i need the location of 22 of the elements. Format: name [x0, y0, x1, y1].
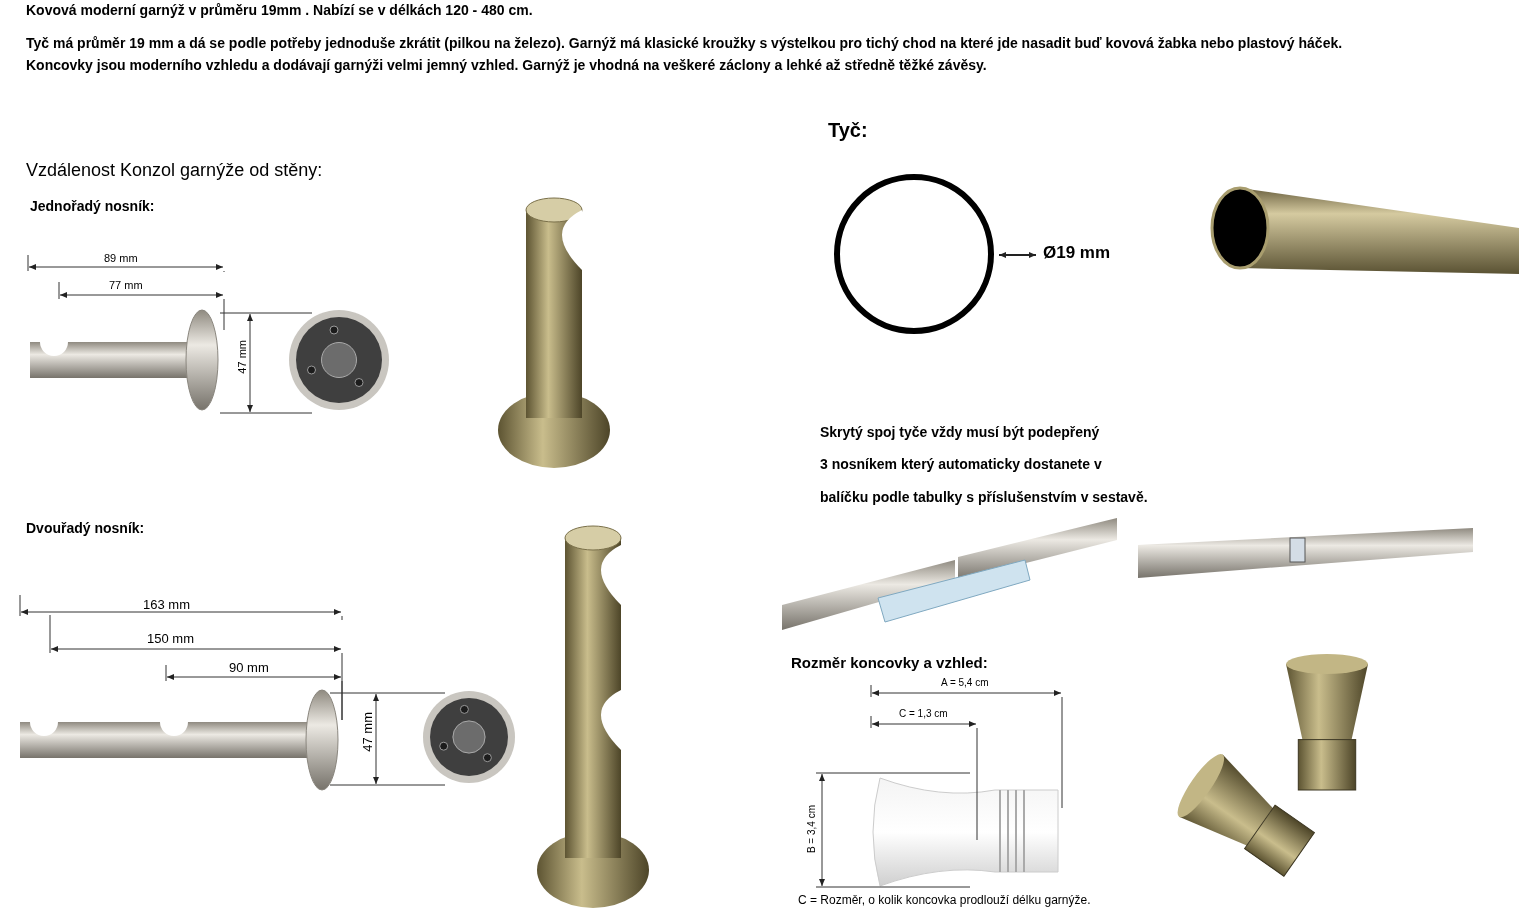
- subheading: Dvouřadý nosník:: [26, 520, 145, 537]
- dimension-label: 150 mm: [147, 631, 194, 647]
- dimension-label: A = 5,4 cm: [941, 677, 989, 689]
- dimension-label: 77 mm: [109, 279, 143, 293]
- note-text: 3 nosníkem který automaticky dostanete v: [820, 456, 1102, 473]
- dimension-label: 90 mm: [229, 660, 269, 676]
- dimension-label: 89 mm: [104, 252, 138, 266]
- description-text: Tyč má průměr 19 mm a dá se podle potřeby jednoduše zkrátit (pilkou na železo). Garnýž má klasické kroužky s výstelkou pro tichý chod na které jde nasadit buď kovová žabka nebo plastový háček. Koncovky jsou moderního vzhledu a dodávají garnýži velmi jemný vzhled. Garnýž je vhodná na veškeré záclony a lehké až středně těžké závěsy.: [26, 34, 1344, 75]
- section-heading: Vzdálenost Konzol garnýže od stěny:: [26, 160, 323, 182]
- dimension-label: 163 mm: [143, 597, 190, 613]
- subheading: Jednořadý nosník:: [30, 198, 155, 215]
- note-text: balíčku podle tabulky s příslušenstvím v sestavě.: [820, 489, 1148, 506]
- section-heading: Rozměr koncovky a vzhled:: [791, 654, 988, 672]
- dimension-label: 47 mm: [360, 712, 376, 752]
- description-text: Kovová moderní garnýž v průměru 19mm . Nabízí se v délkách 120 - 480 cm.: [26, 2, 533, 19]
- section-heading: Tyč:: [828, 118, 868, 142]
- dimension-label: 47 mm: [236, 340, 249, 374]
- note-text: Skrytý spoj tyče vždy musí být podepřený: [820, 424, 1100, 441]
- dimension-label: C = 1,3 cm: [899, 708, 948, 720]
- note-text: C = Rozměr, o kolik koncovka prodlouží délku garnýže.: [798, 893, 1091, 908]
- dimension-label: Ø19 mm: [1043, 243, 1111, 264]
- dimension-label: B = 3,4 cm: [806, 805, 818, 854]
